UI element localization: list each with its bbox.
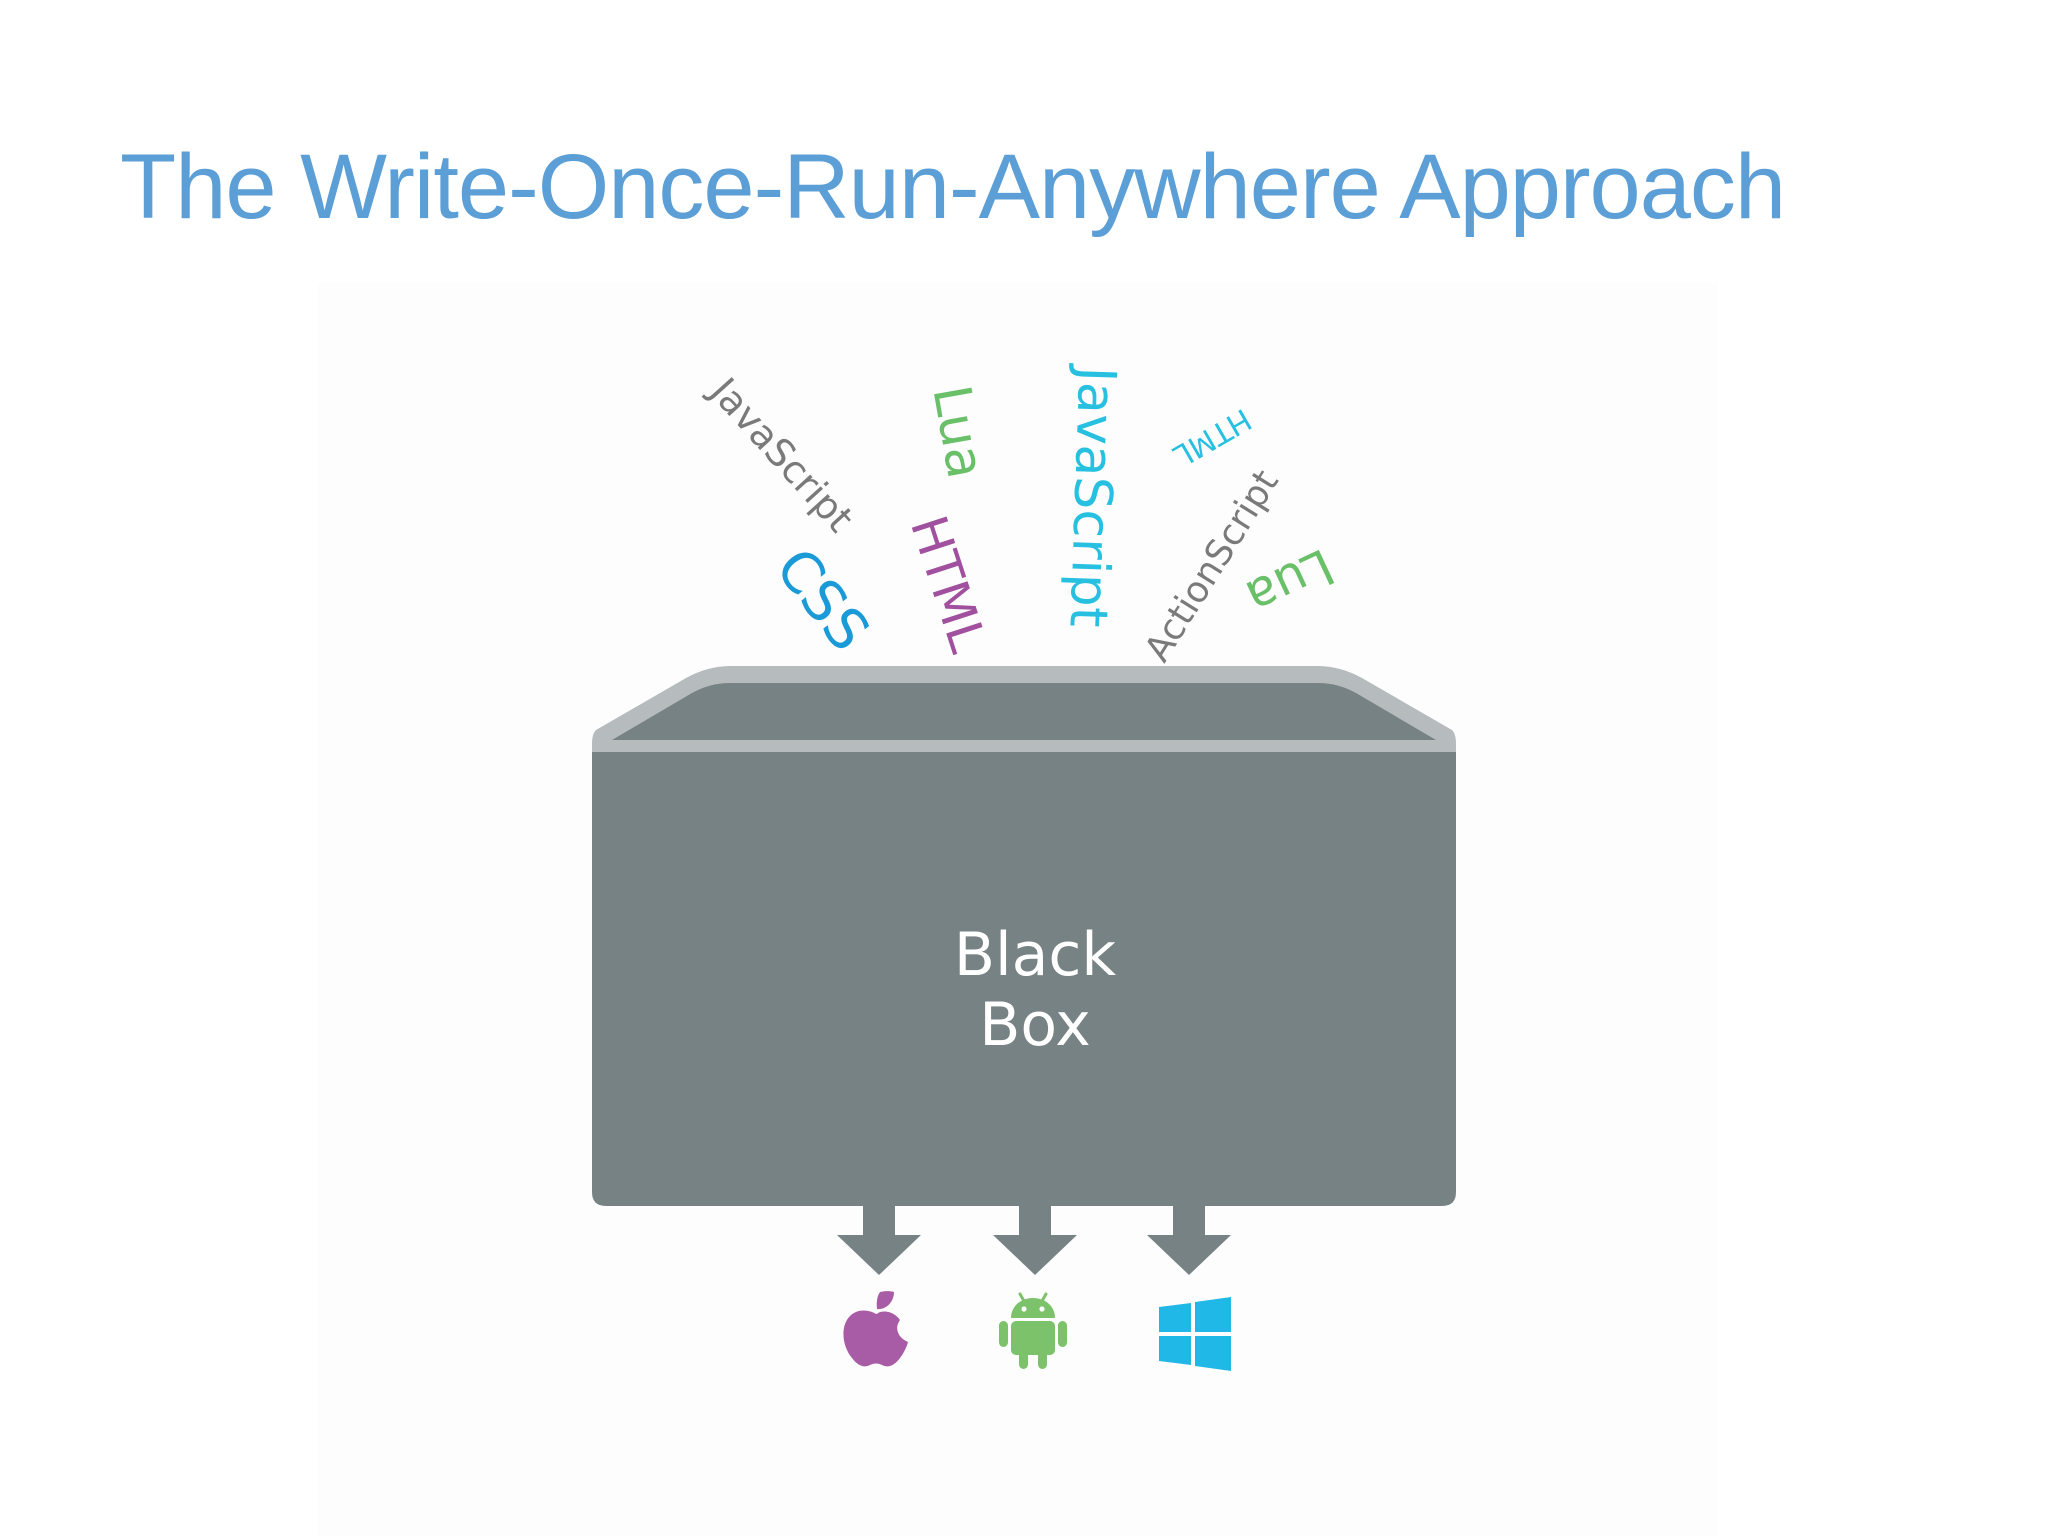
output-arrow-1: [837, 1197, 921, 1275]
black-box-label: Black Box: [953, 920, 1117, 1060]
output-arrow-3: [1147, 1197, 1231, 1275]
input-word-javascript-2: JavaScript: [1057, 365, 1127, 629]
output-arrow-2: [993, 1197, 1077, 1275]
slide-title: The Write-Once-Run-Anywhere Approach: [120, 136, 1786, 238]
black-box: [592, 666, 1456, 1206]
windows-icon: [1159, 1297, 1231, 1371]
android-icon: [999, 1292, 1067, 1369]
apple-icon: [843, 1291, 908, 1367]
